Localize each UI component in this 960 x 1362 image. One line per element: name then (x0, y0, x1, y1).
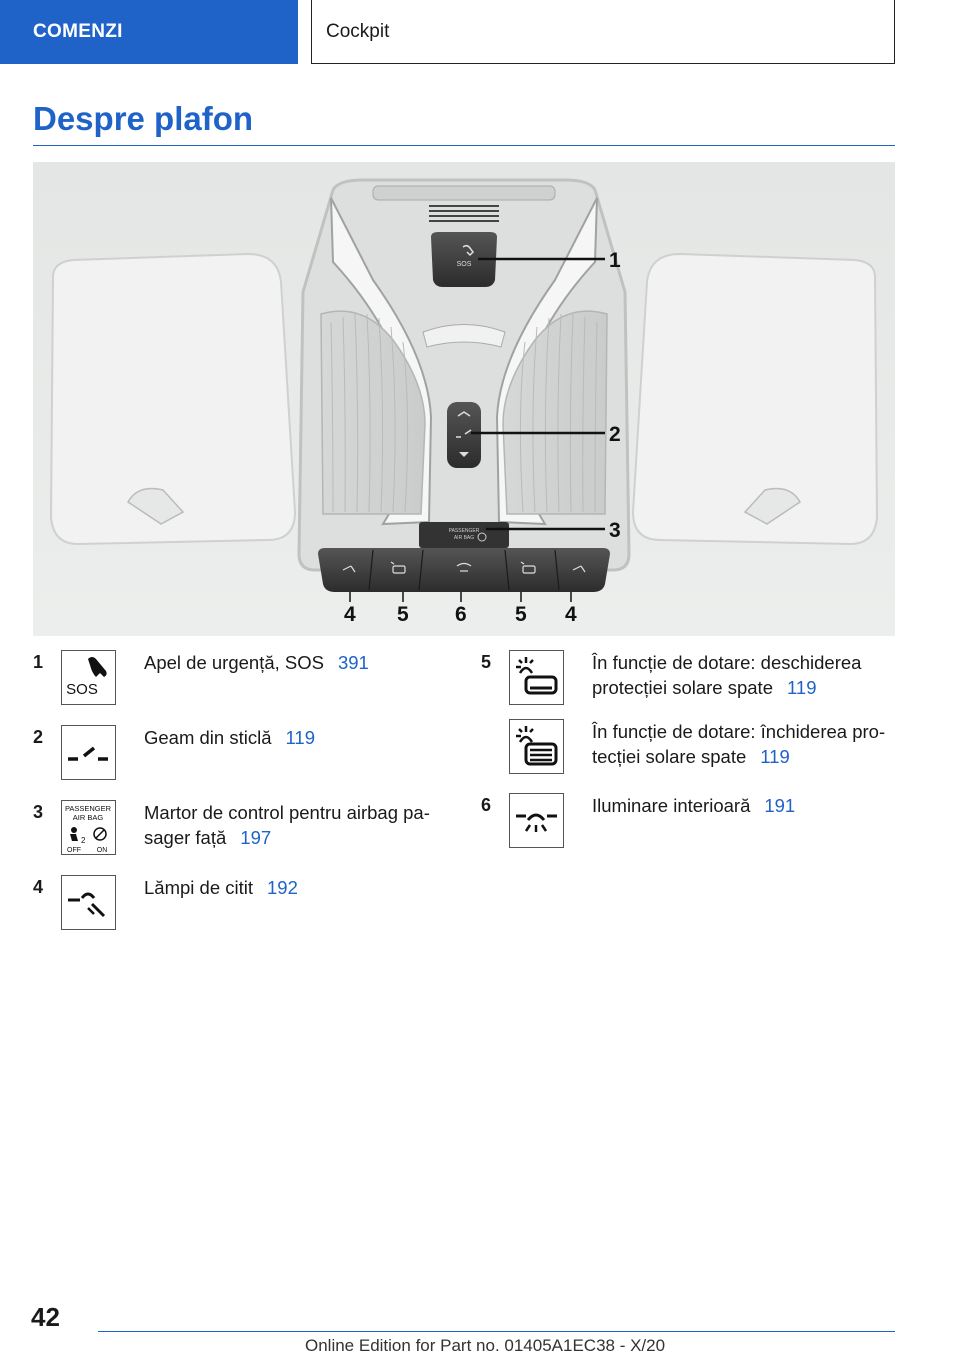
section-label: COMENZI (33, 21, 123, 42)
legend-item-6: 6 Iluminare interioară 191 (481, 793, 795, 848)
airbag-icon-text: OFF (67, 847, 81, 854)
callout-4-left: 4 (344, 603, 356, 626)
page-reference-link[interactable]: 119 (285, 727, 316, 748)
page-reference-link[interactable]: 197 (240, 827, 272, 848)
interior-light-icon (509, 793, 564, 848)
overhead-console-figure: SOS PASSENGER AIR BAG (33, 162, 895, 636)
svg-text:SOS: SOS (66, 681, 98, 698)
page-reference-link[interactable]: 192 (267, 877, 298, 898)
legend-text: Apel de urgență, SOS (144, 652, 324, 673)
callout-4-right: 4 (565, 603, 577, 626)
legend-number: 3 (33, 802, 44, 822)
legend-item-2: 2 Geam din sticlă 119 (33, 725, 315, 780)
sunblind-open-icon (509, 650, 564, 705)
svg-text:2: 2 (81, 836, 86, 845)
legend-text: protecției solare spate (592, 677, 773, 698)
legend-number: 6 (481, 795, 492, 815)
page-reference-link[interactable]: 119 (787, 677, 817, 698)
legend-text: Martor de control pentru airbag pa- (144, 802, 430, 823)
legend-number: 2 (33, 727, 44, 747)
chapter-label: Cockpit (326, 20, 390, 42)
airbag-icon-text: PASSENGER (65, 804, 112, 813)
callout-3: 3 (609, 519, 621, 542)
glass-roof-icon (61, 725, 116, 780)
sunblind-close-icon (509, 719, 564, 774)
page-title: Despre plafon (33, 100, 254, 137)
legend-text: Lămpi de citit (144, 877, 253, 898)
legend-text: sager față (144, 827, 227, 848)
callout-5-right: 5 (515, 603, 527, 626)
legend-text: Iluminare interioară (592, 795, 751, 816)
legend-number: 1 (33, 652, 44, 672)
svg-text:PASSENGER: PASSENGER (449, 528, 480, 534)
callout-6: 6 (455, 603, 467, 626)
page-reference-link[interactable]: 119 (760, 746, 790, 767)
overhead-console-illustration: SOS PASSENGER AIR BAG (33, 162, 895, 636)
page-reference-link[interactable]: 191 (764, 795, 796, 816)
legend-item-5: 5 În funcție de dotare: deschiderea prot… (481, 650, 861, 705)
callout-1: 1 (609, 249, 621, 272)
legend-number: 4 (33, 877, 44, 897)
legend-text: Geam din sticlă (144, 727, 272, 748)
svg-text:AIR BAG: AIR BAG (454, 535, 474, 541)
callout-2: 2 (609, 423, 621, 446)
page-number: 42 (31, 1302, 60, 1332)
airbag-icon-text: ON (97, 847, 108, 854)
legend-text: tecției solare spate (592, 746, 747, 767)
chapter-header: Cockpit (311, 0, 895, 64)
legend-item-5b: În funcție de dotare: închiderea pro- te… (481, 719, 885, 774)
sos-button-label: SOS (457, 261, 472, 268)
airbag-icon-text: AIR BAG (73, 813, 104, 822)
legend-item-4: 4 Lămpi de citit 192 (33, 875, 298, 930)
sos-icon: SOS (61, 650, 116, 705)
legend-text: În funcție de dotare: închiderea pro- (592, 721, 886, 742)
section-tab[interactable]: COMENZI (0, 0, 298, 64)
callout-5-left: 5 (397, 603, 409, 626)
legend-item-3: 3 PASSENGER AIR BAG 2 OFF ON Martor de c… (33, 800, 430, 855)
reading-lamp-icon (61, 875, 116, 930)
legend-number: 5 (481, 652, 492, 672)
legend-text: În funcție de dotare: deschiderea (592, 652, 862, 673)
footer-divider (98, 1331, 895, 1332)
passenger-airbag-icon: PASSENGER AIR BAG 2 OFF ON (61, 800, 116, 855)
legend-item-1: 1 SOS Apel de urgență, SOS 391 (33, 650, 369, 705)
title-divider (33, 145, 895, 146)
footer-edition: Online Edition for Part no. 01405A1EC38 … (305, 1336, 666, 1355)
page-reference-link[interactable]: 391 (337, 652, 369, 673)
